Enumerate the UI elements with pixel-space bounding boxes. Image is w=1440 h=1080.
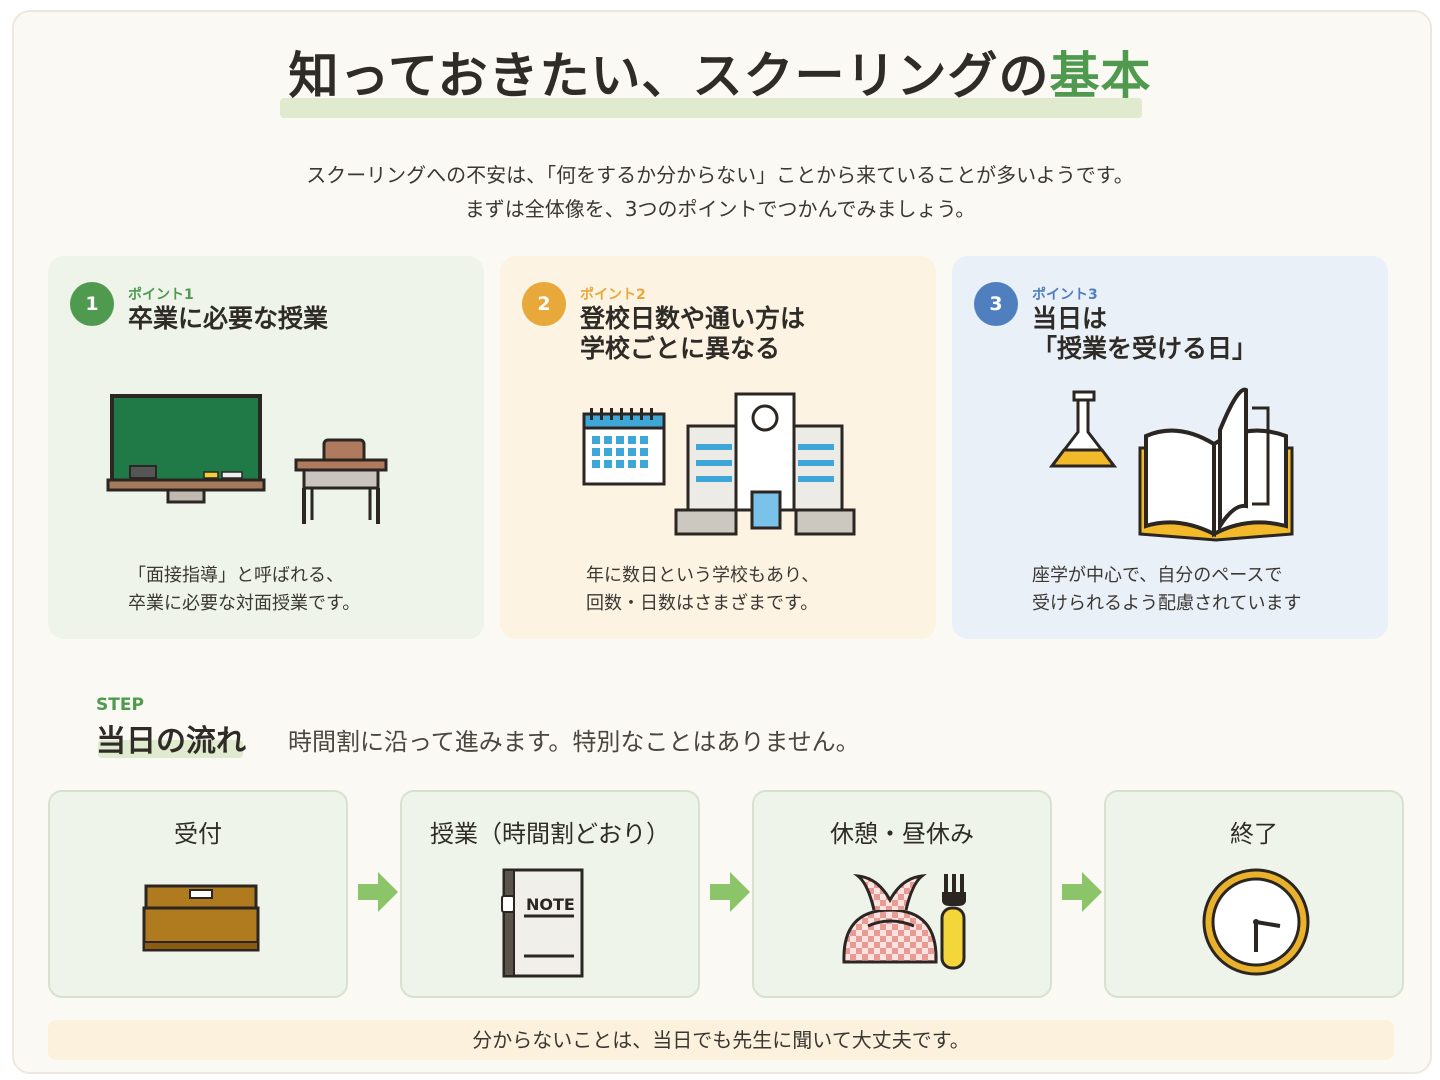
flow-step-class: 授業（時間割どおり） NOTE xyxy=(400,790,700,998)
point-title-line-1: 卒業に必要な授業 xyxy=(128,304,329,333)
blackboard-icon xyxy=(106,394,388,524)
step-subtitle: 時間割に沿って進みます。特別なことはありません。 xyxy=(288,728,860,756)
point-desc-line-1: 「面接指導」と呼ばれる、 xyxy=(128,565,344,586)
notebook-label: NOTE xyxy=(526,895,575,914)
intro-line-1: スクーリングへの不安は、「何をするか分からない」ことから来ていることが多いようで… xyxy=(306,163,1134,187)
title-accent: 基本 xyxy=(1049,47,1152,105)
point-title-line-1: 登校日数や通い方は xyxy=(580,304,806,333)
intro-text: スクーリングへの不安は、「何をするか分からない」ことから来ていることが多いようで… xyxy=(0,158,1440,226)
calendar-icon xyxy=(582,392,856,536)
arrow-right-icon xyxy=(358,872,398,912)
flow-step-title: 受付 xyxy=(174,820,222,848)
clock-icon xyxy=(1202,868,1310,976)
flow-step-reception: 受付 xyxy=(48,790,348,998)
point-label: ポイント1 xyxy=(128,287,194,303)
school-building-icon xyxy=(674,392,856,536)
step-title: 当日の流れ xyxy=(96,724,246,759)
arrow-right-icon xyxy=(1062,872,1102,912)
point-number-badge: 2 xyxy=(522,282,566,326)
point-number-badge: 3 xyxy=(974,282,1018,326)
notebook-icon: NOTE xyxy=(501,868,584,978)
step-label: STEP xyxy=(96,695,144,715)
flow-step-end: 終了 xyxy=(1104,790,1404,998)
open-book-icon xyxy=(1138,387,1294,542)
flask-icon xyxy=(1048,387,1294,542)
point-label: ポイント2 xyxy=(580,287,646,303)
footer-note: 分からないことは、当日でも先生に聞いて大丈夫です。 xyxy=(48,1020,1394,1060)
point-title-line-1: 当日は xyxy=(1032,304,1108,333)
title-highlight xyxy=(280,98,1142,118)
point-desc-line-2: 回数・日数はさまざまです。 xyxy=(586,593,819,614)
point-title-line-2: 学校ごとに異なる xyxy=(580,334,781,363)
point-label: ポイント3 xyxy=(1032,287,1098,303)
flow-step-title: 休憩・昼休み xyxy=(830,820,974,848)
point-desc-line-1: 年に数日という学校もあり、 xyxy=(586,565,820,586)
point-description: 年に数日という学校もあり、 回数・日数はさまざまです。 xyxy=(586,562,819,618)
point-desc-line-1: 座学が中心で、自分のペースで xyxy=(1032,565,1283,586)
lunch-icon xyxy=(842,874,966,970)
point-desc-line-2: 卒業に必要な対面授業です。 xyxy=(128,593,361,614)
intro-line-2: まずは全体像を、3つのポイントでつかんでみましょう。 xyxy=(464,197,976,221)
flow-step-title: 授業（時間割どおり） xyxy=(430,820,670,848)
arrow-right-icon xyxy=(710,872,750,912)
point-card-3: 3 ポイント3 当日は 「授業を受ける日」 座学が中心で、自分のペースで 受けら… xyxy=(952,256,1388,639)
title-main: 知っておきたい、スクーリングの xyxy=(288,47,1050,105)
point-title: 登校日数や通い方は 学校ごとに異なる xyxy=(580,304,805,364)
point-title: 当日は 「授業を受ける日」 xyxy=(1032,304,1257,364)
reception-box-icon xyxy=(142,884,260,952)
point-card-2: 2 ポイント2 登校日数や通い方は 学校ごとに異なる 年に数日という学校もあり、 xyxy=(500,256,936,639)
page-title: 知っておきたい、スクーリングの基本 xyxy=(0,36,1440,108)
point-description: 「面接指導」と呼ばれる、 卒業に必要な対面授業です。 xyxy=(128,562,360,618)
step-title-highlight xyxy=(98,740,243,758)
point-description: 座学が中心で、自分のペースで 受けられるよう配慮されています xyxy=(1032,562,1301,618)
point-title-line-2: 「授業を受ける日」 xyxy=(1032,334,1258,363)
flow-step-break: 休憩・昼休み xyxy=(752,790,1052,998)
school-desk-icon xyxy=(294,438,388,524)
point-title: 卒業に必要な授業 xyxy=(128,304,328,334)
point-card-1: 1 ポイント1 卒業に必要な授業 「面接指導」と呼ばれる、 卒業に必要な対面授業… xyxy=(48,256,484,639)
point-desc-line-2: 受けられるよう配慮されています xyxy=(1032,593,1302,614)
flow-step-title: 終了 xyxy=(1230,820,1278,848)
point-number-badge: 1 xyxy=(70,282,114,326)
